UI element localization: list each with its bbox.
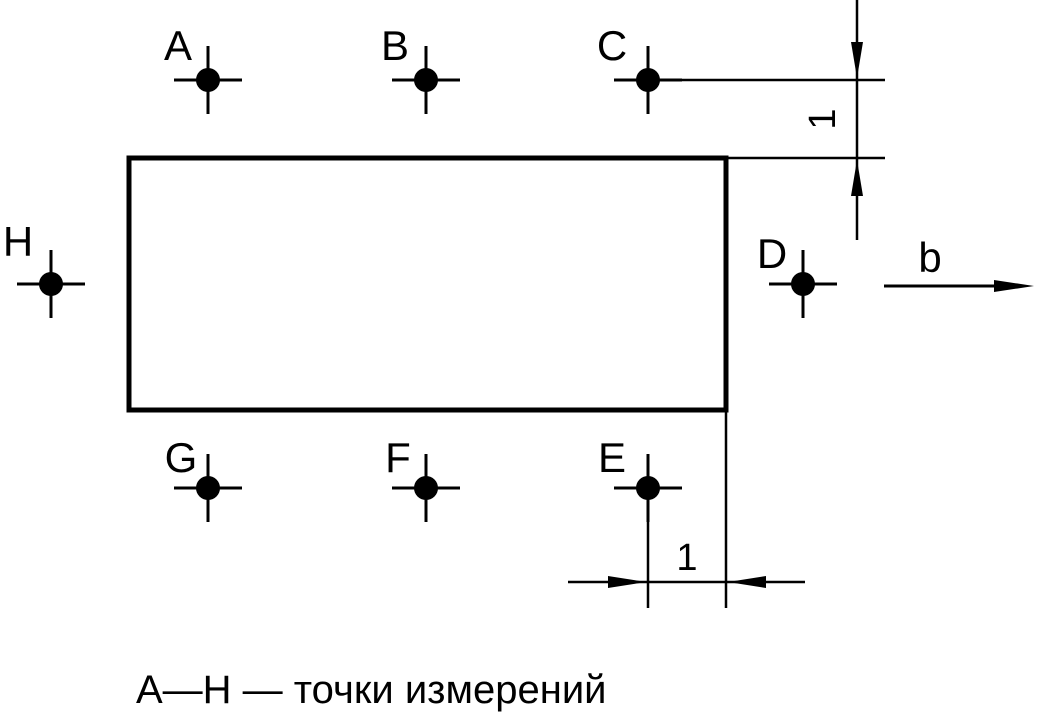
measurement-point-c: C	[597, 22, 682, 114]
arrowhead-up	[851, 160, 863, 196]
wind-label: b	[918, 234, 941, 281]
vertical-dimension: 1	[648, 0, 885, 240]
measurement-point-d: D	[757, 230, 837, 318]
point-label-b: B	[381, 22, 409, 69]
caption: A—H — точки измерений	[136, 668, 607, 712]
arrowhead-right	[608, 576, 646, 588]
wind-arrowhead	[994, 280, 1034, 292]
wind-direction-arrow: b	[884, 234, 1034, 292]
measurement-point-b: B	[381, 22, 460, 114]
point-dot	[791, 272, 815, 296]
measurement-point-g: G	[165, 434, 242, 522]
point-label-d: D	[757, 230, 787, 277]
horizontal-dimension: 1	[568, 410, 805, 608]
point-dot	[414, 476, 438, 500]
measurement-points: A B C D E F G H	[3, 22, 837, 522]
measurement-point-h: H	[3, 218, 85, 318]
point-label-a: A	[164, 22, 192, 69]
point-dot	[39, 272, 63, 296]
arrowhead-left	[728, 576, 766, 588]
point-label-e: E	[598, 434, 626, 481]
dimension-label-horizontal: 1	[676, 537, 697, 579]
measurement-point-f: F	[385, 434, 460, 522]
point-label-f: F	[385, 434, 411, 481]
point-dot	[196, 476, 220, 500]
arrowhead-down	[851, 42, 863, 78]
point-label-c: C	[597, 22, 627, 69]
point-label-h: H	[3, 218, 33, 265]
measurement-point-a: A	[164, 22, 242, 114]
point-dot	[414, 68, 438, 92]
point-label-g: G	[165, 434, 198, 481]
measurement-point-e: E	[598, 434, 682, 522]
object-outline	[126, 155, 729, 413]
dimension-label-vertical: 1	[802, 108, 844, 129]
point-dot	[196, 68, 220, 92]
